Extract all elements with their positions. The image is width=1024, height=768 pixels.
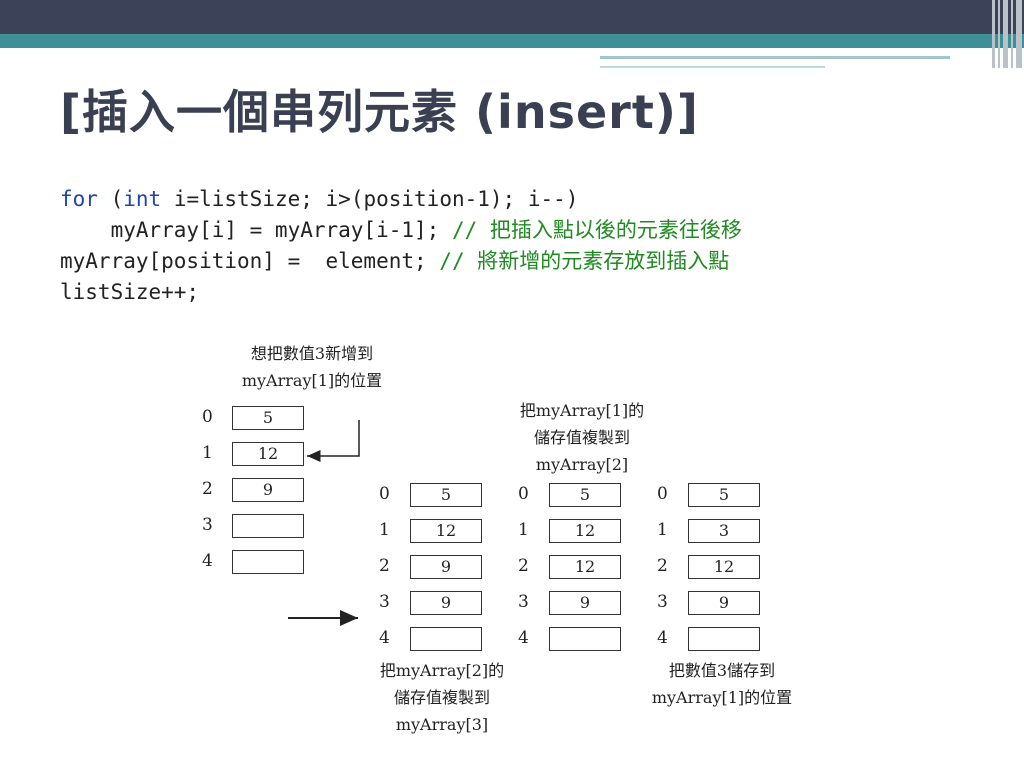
header-accent-line — [600, 56, 950, 59]
code-comment-store: // 將新增的元素存放到插入點 — [439, 249, 730, 273]
code-keyword-for: for — [60, 187, 98, 211]
array-1-index-3: 3 — [202, 515, 213, 535]
array-2-cell-2: 9 — [410, 555, 482, 579]
array-1-cell-1: 12 — [232, 442, 304, 466]
code-line-3: myArray[position] = element; // 將新增的元素存放… — [60, 249, 730, 273]
header-accent-line-2 — [600, 66, 825, 68]
array-2-index-3: 3 — [379, 592, 390, 612]
array-2-index-0: 0 — [379, 484, 390, 504]
array-4-cell-3: 9 — [688, 591, 760, 615]
code-line-1: for (int i=listSize; i>(position-1); i--… — [60, 187, 579, 211]
array-4-cell-1: 3 — [688, 519, 760, 543]
array-1-cell-0: 5 — [232, 406, 304, 430]
slide-title: [插入一個串列元素 (insert)] — [60, 85, 699, 139]
code-keyword-int: int — [123, 187, 162, 211]
array-4-index-1: 1 — [657, 520, 668, 540]
array-2-cell-3: 9 — [410, 591, 482, 615]
array-1-index-1: 1 — [202, 443, 213, 463]
header-band-teal — [0, 34, 1024, 48]
annotation-step1: 把myArray[1]的 儲存值複製到 myArray[2] — [519, 401, 645, 474]
array-4-index-4: 4 — [657, 628, 668, 648]
insert-target-arrow — [307, 420, 360, 462]
array-3-cell-2: 12 — [549, 555, 621, 579]
annotation-step2: 把myArray[2]的 儲存值複製到 myArray[3] — [379, 661, 505, 734]
array-4-index-3: 3 — [657, 592, 668, 612]
array-3-index-0: 0 — [518, 484, 529, 504]
array-4-index-2: 2 — [657, 556, 668, 576]
array-3-index-1: 1 — [518, 520, 529, 540]
code-comment-shift: // 把插入點以後的元素往後移 — [451, 218, 742, 242]
code-line-2: myArray[i] = myArray[i-1]; // 把插入點以後的元素往… — [60, 218, 742, 242]
array-2-cell-4 — [410, 627, 482, 651]
array-1-index-2: 2 — [202, 479, 213, 499]
array-4-index-0: 0 — [657, 484, 668, 504]
array-3-index-2: 2 — [518, 556, 529, 576]
array-1-cell-2: 9 — [232, 478, 304, 502]
array-3-cell-4 — [549, 627, 621, 651]
array-1-cell-4 — [232, 550, 304, 574]
code-block: for (int i=listSize; i>(position-1); i--… — [60, 184, 742, 308]
array-3-cell-0: 5 — [549, 483, 621, 507]
array-3-cell-3: 9 — [549, 591, 621, 615]
array-1-cell-3 — [232, 514, 304, 538]
array-3-cell-1: 12 — [549, 519, 621, 543]
array-2-index-2: 2 — [379, 556, 390, 576]
array-4-cell-0: 5 — [688, 483, 760, 507]
array-3-index-3: 3 — [518, 592, 529, 612]
array-1-index-0: 0 — [202, 407, 213, 427]
array-3-index-4: 4 — [518, 628, 529, 648]
header-vertical-bars — [990, 0, 1024, 68]
array-2-cell-1: 12 — [410, 519, 482, 543]
array-4-cell-2: 12 — [688, 555, 760, 579]
array-1-index-4: 4 — [202, 551, 213, 571]
array-4-cell-4 — [688, 627, 760, 651]
array-2-index-1: 1 — [379, 520, 390, 540]
annotation-goal: 想把數值3新增到 myArray[1]的位置 — [241, 344, 383, 390]
annotation-step3: 把數值3儲存到 myArray[1]的位置 — [651, 661, 793, 707]
header-band-dark — [0, 0, 1024, 34]
array-2-index-4: 4 — [379, 628, 390, 648]
code-line-4: listSize++; — [60, 280, 200, 304]
array-2-cell-0: 5 — [410, 483, 482, 507]
